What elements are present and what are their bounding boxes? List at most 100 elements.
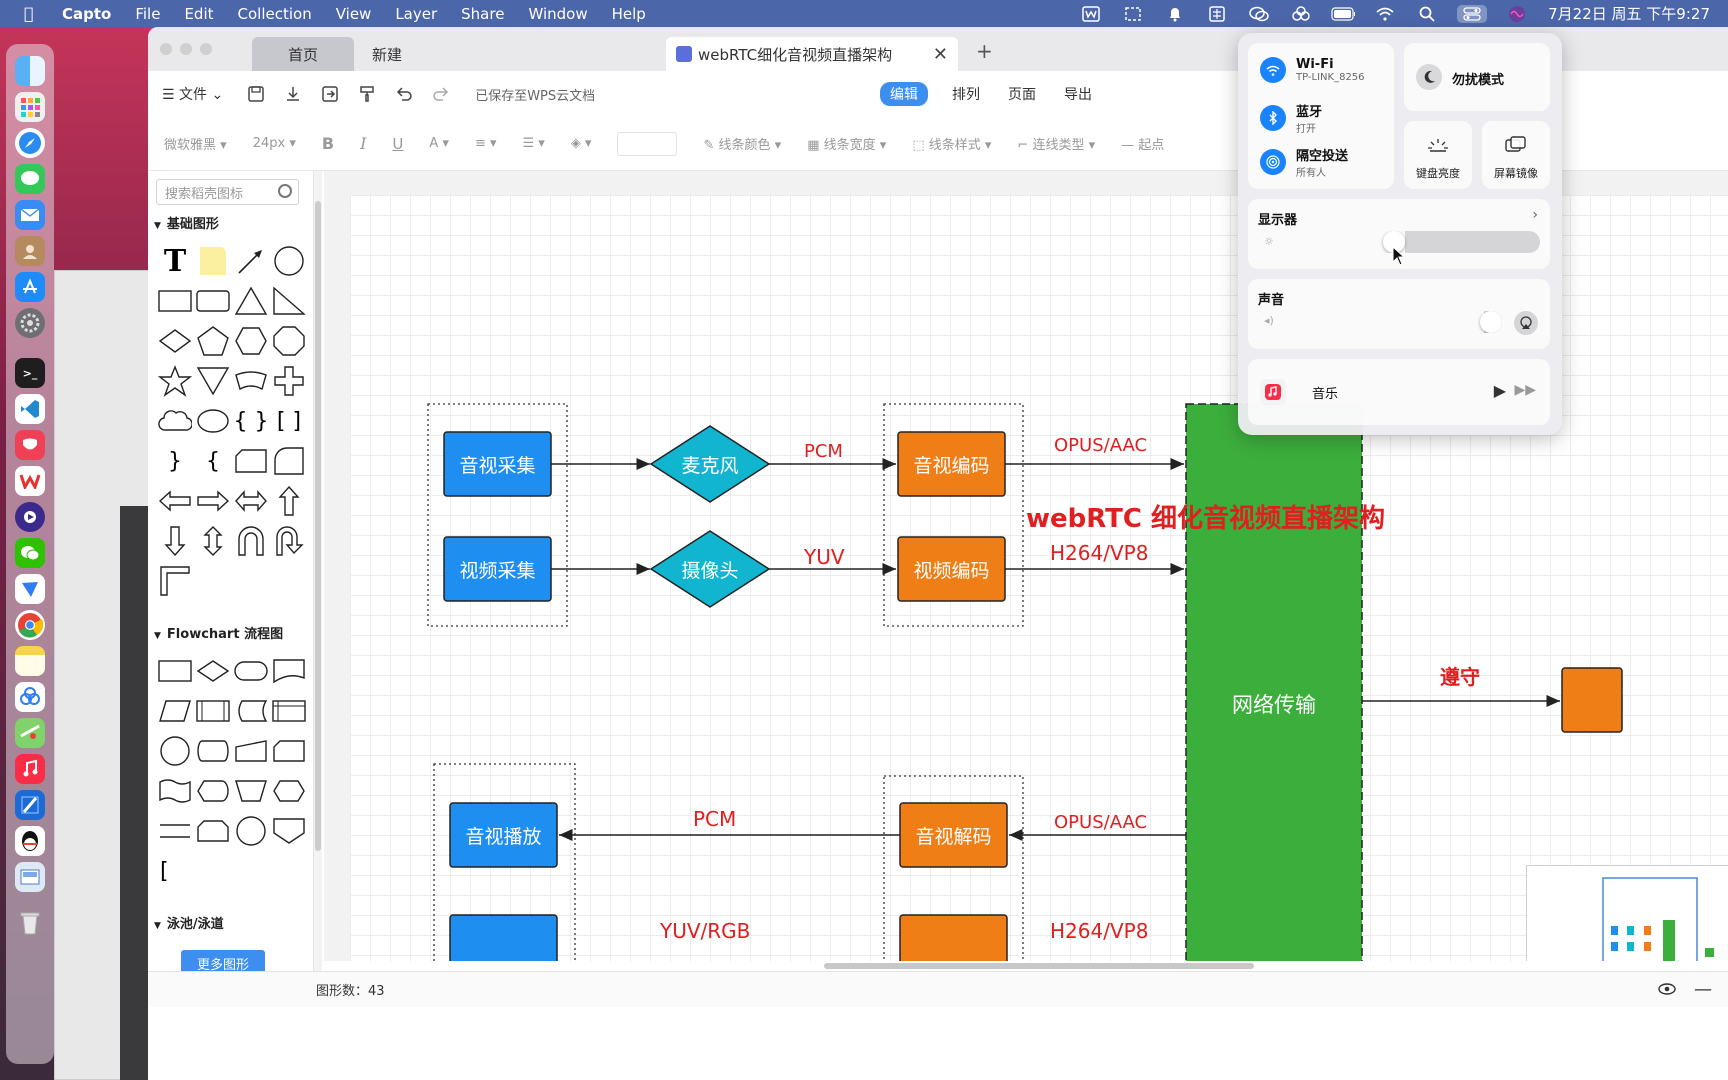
bracket-shape[interactable]: [ ]: [276, 408, 302, 434]
display-shape[interactable]: [194, 771, 232, 811]
cross-shape[interactable]: [270, 361, 308, 401]
undo-icon[interactable]: [393, 83, 415, 105]
inverted-triangle-shape[interactable]: [194, 361, 232, 401]
menu-app-name[interactable]: Capto: [62, 4, 112, 23]
pockity-icon[interactable]: [15, 430, 45, 460]
card-shape[interactable]: [232, 441, 270, 481]
qq-icon[interactable]: [15, 826, 45, 856]
minimap[interactable]: [1526, 865, 1728, 961]
punched-tape-shape[interactable]: [156, 771, 194, 811]
screen-mirroring-tile[interactable]: 屏幕镜像: [1482, 121, 1550, 189]
airplay-audio-icon[interactable]: [1514, 311, 1538, 335]
menu-window[interactable]: Window: [528, 4, 588, 23]
arrow-line-shape[interactable]: [232, 241, 270, 281]
encode-group-frame[interactable]: [883, 403, 1024, 627]
up-arrow-shape[interactable]: [270, 481, 308, 521]
rectangle-shape[interactable]: [156, 281, 194, 321]
tab-home[interactable]: 首页: [252, 37, 354, 71]
predefined-process-shape[interactable]: [194, 691, 232, 731]
terminal-icon[interactable]: >_: [15, 358, 45, 388]
search-icon[interactable]: [278, 184, 292, 198]
process-shape[interactable]: [156, 651, 194, 691]
circle-shape[interactable]: [270, 241, 308, 281]
menu-edit[interactable]: Edit: [184, 4, 214, 23]
maps-icon[interactable]: [15, 718, 45, 748]
notification-bell-icon[interactable]: [1163, 5, 1187, 23]
star-shape[interactable]: [156, 361, 194, 401]
line-width-button[interactable]: ▦ 线条宽度 ▾: [807, 138, 887, 153]
chrome-icon[interactable]: [15, 610, 45, 640]
diamond-shape[interactable]: [156, 321, 194, 361]
curved-arrow-shape[interactable]: [270, 521, 308, 561]
music-tile[interactable]: 音乐 ▶ ▶▶: [1248, 359, 1550, 425]
off-page-connector-shape[interactable]: [270, 811, 308, 851]
quarter-round-shape[interactable]: [270, 441, 308, 481]
mode-arrange[interactable]: 排列: [952, 87, 980, 103]
notes-icon[interactable]: [15, 646, 45, 676]
preparation-shape[interactable]: [270, 771, 308, 811]
node-right-offscreen[interactable]: [1561, 667, 1623, 733]
line-spacing-icon[interactable]: ☰ ▾: [522, 136, 545, 151]
octagon-shape[interactable]: [270, 321, 308, 361]
menu-collection[interactable]: Collection: [237, 4, 312, 23]
window-minimize-button[interactable]: [180, 43, 192, 55]
node-microphone[interactable]: [649, 425, 771, 503]
node-audio-encode[interactable]: [897, 431, 1006, 497]
right-brace-shape[interactable]: }: [168, 448, 182, 474]
font-family-select[interactable]: 微软雅黑 ▾: [164, 138, 227, 153]
mode-edit[interactable]: 编辑: [880, 82, 928, 106]
add-tab-button[interactable]: +: [976, 39, 993, 63]
left-brace-single-shape[interactable]: {: [206, 448, 220, 474]
sound-slider-knob[interactable]: [1480, 311, 1502, 333]
airdrop-toggle[interactable]: 隔空投送所有人: [1260, 145, 1348, 179]
direct-access-storage-shape[interactable]: [194, 731, 232, 771]
italic-button[interactable]: I: [360, 134, 367, 153]
format-painter-icon[interactable]: [356, 83, 378, 105]
sidebar-scrollbar[interactable]: [314, 171, 322, 991]
save-icon[interactable]: [245, 83, 267, 105]
menu-help[interactable]: Help: [611, 4, 646, 23]
decision-shape[interactable]: [194, 651, 232, 691]
preview-icon[interactable]: [15, 862, 45, 892]
menu-view[interactable]: View: [335, 4, 372, 23]
cloud-shape[interactable]: [156, 401, 194, 441]
ellipse-shape[interactable]: [194, 401, 232, 441]
display-chevron-icon[interactable]: ›: [1532, 207, 1538, 223]
menu-file[interactable]: File: [135, 4, 161, 23]
system-preferences-icon[interactable]: [15, 308, 45, 338]
xcode-icon[interactable]: [15, 790, 45, 820]
note-shape[interactable]: [194, 241, 232, 281]
display-brightness-slider[interactable]: ☼: [1258, 231, 1540, 253]
tab-close-icon[interactable]: ✕: [932, 43, 948, 65]
contacts-icon[interactable]: [15, 236, 45, 266]
drawing-canvas[interactable]: 音视采集 视频采集 麦克风 摄像头 音视编码 视频编码 网络传输 音视播放 音视…: [324, 171, 1728, 961]
feishu-icon[interactable]: [15, 574, 45, 604]
zoom-out-button[interactable]: —: [1694, 979, 1712, 1000]
banner-shape[interactable]: [232, 361, 270, 401]
node-audio-play[interactable]: [449, 802, 558, 868]
connector-shape[interactable]: [156, 731, 194, 771]
sidebar-scrollbar-thumb[interactable]: [315, 201, 321, 851]
node-av-capture[interactable]: [443, 431, 552, 497]
canvas-scrollbar-thumb[interactable]: [824, 963, 1254, 969]
wps-tray-icon[interactable]: [1079, 5, 1103, 23]
terminator-shape[interactable]: [232, 651, 270, 691]
control-center-icon[interactable]: [1457, 4, 1488, 23]
screen-recorder-icon[interactable]: [15, 502, 45, 532]
up-down-arrow-shape[interactable]: [194, 521, 232, 561]
vscode-icon[interactable]: [15, 394, 45, 424]
fast-forward-icon[interactable]: ▶▶: [1514, 382, 1536, 398]
u-turn-arrow-shape[interactable]: [232, 521, 270, 561]
section-swimlane[interactable]: ▼泳池/泳道: [154, 917, 224, 932]
sound-volume-slider[interactable]: ◂): [1258, 311, 1502, 333]
canvas-horizontal-scrollbar[interactable]: [324, 961, 1728, 971]
drawing-page[interactable]: 音视采集 视频采集 麦克风 摄像头 音视编码 视频编码 网络传输 音视播放 音视…: [350, 195, 1728, 961]
fill-bucket-icon[interactable]: ◈ ▾: [570, 136, 592, 151]
tab-new[interactable]: 新建: [372, 45, 403, 64]
double-arrow-shape[interactable]: [232, 481, 270, 521]
loop-limit-shape[interactable]: [194, 811, 232, 851]
battery-icon[interactable]: [1331, 5, 1356, 23]
window-zoom-button[interactable]: [200, 43, 212, 55]
pentagon-shape[interactable]: [194, 321, 232, 361]
screenshot-tray-icon[interactable]: [1121, 5, 1145, 23]
